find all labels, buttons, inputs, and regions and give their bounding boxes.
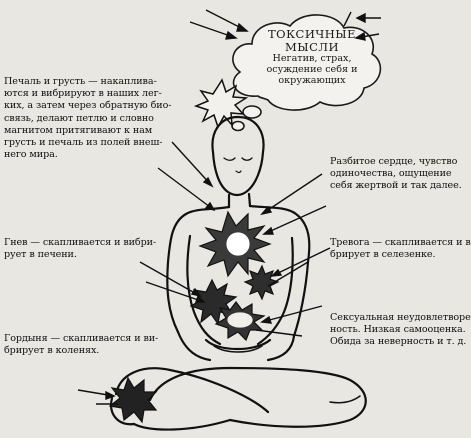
label-line: себя жертвой и так далее. [330,180,462,192]
label-line: одиночества, ощущение [330,168,452,180]
label-line: брирует в селезенке. [330,249,436,261]
label-sexual: Сексуальная неудовлетворен- ность. Низка… [330,312,471,349]
label-line: грусть и печаль из полей внеш- [4,137,163,149]
label-sadness: Печаль и грусть — накаплива- ются и вибр… [4,76,171,161]
label-line: него мира. [4,149,58,161]
label-line: Гордыня — скапливается и ви- [4,333,159,344]
label-line: магнитом притягивают к нам [4,124,153,136]
label-anger: Гнев — скапливается и вибри- рует в пече… [4,237,156,261]
cloud-line: Негатив, страх, [272,53,352,64]
cloud-arrows [189,9,381,41]
cloud-title-line: МЫСЛИ [284,39,339,54]
label-line: ность. Низкая самооценка. [330,324,466,336]
label-anxiety: Тревога — скапливается и ви- брирует в с… [330,237,471,261]
label-pride: Гордыня — скапливается и ви- брирует в к… [4,333,158,357]
thought-cloud-title: ТОКСИЧНЫЕ МЫСЛИ [247,28,377,53]
knee-burst-icon [108,376,158,424]
thought-cloud [231,14,382,132]
cloud-line: окружающих [278,75,346,87]
cloud-title-line: ТОКСИЧНЫЕ [268,27,356,41]
label-line: Гнев — скапливается и вибри- [4,237,157,248]
emotion-bursts [108,210,280,424]
pointer-arrows [77,141,331,405]
label-line: Сексуальная неудовлетворен- [330,312,471,323]
label-line: Разбитое сердце, чувство [330,156,458,167]
thought-cloud-text: ТОКСИЧНЫЕ МЫСЛИ Негатив, страх, осуждени… [247,28,377,87]
figure-outline [110,115,367,431]
label-line: рует в печени. [4,249,77,261]
label-line: ются и вибрируют в наших лег- [4,88,162,100]
cloud-line: осуждение себя и [266,64,358,76]
label-line: Печаль и грусть — накаплива- [4,76,157,87]
label-line: ких, а затем через обратную био- [4,100,172,112]
label-line: связь, делают петлю и словно [4,112,154,124]
head-burst-icon [193,78,249,129]
label-heart: Разбитое сердце, чувство одиночества, ощ… [330,156,462,193]
label-line: Тревога — скапливается и ви- [330,237,471,248]
label-line: Обида за неверность и т. д. [330,336,467,348]
label-line: брирует в коленях. [4,345,100,357]
